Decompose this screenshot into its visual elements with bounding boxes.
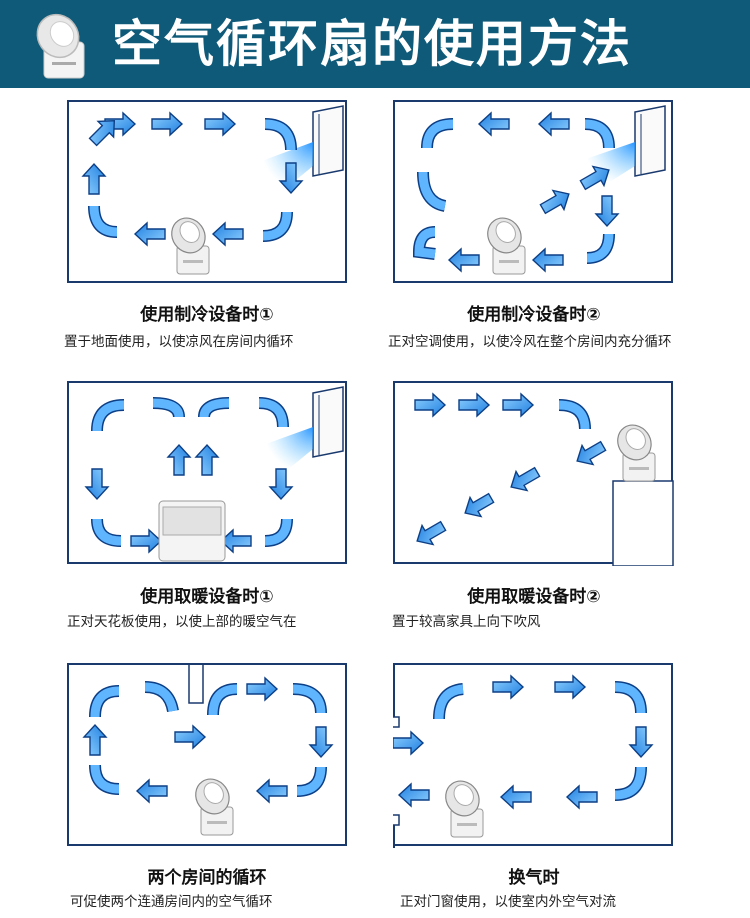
section-title: 两个房间的循环 bbox=[147, 868, 267, 888]
diagram-cooling-1 bbox=[67, 100, 347, 283]
section-description: 置于地面使用，以使凉风在房间内循环 bbox=[64, 334, 294, 350]
section-description: 置于较高家具上向下吹风 bbox=[392, 614, 541, 630]
section-description: 可促使两个连通房间内的空气循环 bbox=[70, 894, 273, 910]
section-title: 使用制冷设备时② bbox=[467, 305, 601, 325]
air-conditioner-icon bbox=[312, 386, 344, 458]
fan-icon bbox=[188, 771, 237, 836]
diagram-heating-2 bbox=[393, 381, 674, 566]
fan-icon bbox=[164, 210, 213, 275]
page-title: 空气循环扇的使用方法 bbox=[112, 15, 632, 73]
header-banner: 空气循环扇的使用方法 bbox=[0, 0, 750, 88]
section-description: 正对天花板使用，以使上部的暖空气在 bbox=[67, 614, 297, 630]
diagram-cooling-2 bbox=[393, 100, 673, 283]
section-title: 换气时 bbox=[508, 868, 560, 888]
fan-icon bbox=[158, 500, 226, 562]
fan-icon bbox=[610, 417, 659, 482]
fan-icon bbox=[438, 773, 487, 838]
section-description: 正对门窗使用，以使室内外空气对流 bbox=[400, 894, 616, 910]
section-title: 使用制冷设备时① bbox=[140, 305, 274, 325]
fan-icon bbox=[480, 210, 529, 275]
diagram-two-rooms bbox=[67, 663, 347, 846]
section-title: 使用取暖设备时② bbox=[467, 587, 601, 607]
diagram-heating-1 bbox=[67, 381, 347, 564]
fan-icon bbox=[36, 13, 85, 79]
air-conditioner-icon bbox=[312, 105, 344, 177]
diagram-ventilation bbox=[393, 663, 673, 848]
air-conditioner-icon bbox=[634, 105, 666, 177]
section-title: 使用取暖设备时① bbox=[140, 587, 274, 607]
section-description: 正对空调使用，以使冷风在整个房间内充分循环 bbox=[388, 334, 672, 350]
